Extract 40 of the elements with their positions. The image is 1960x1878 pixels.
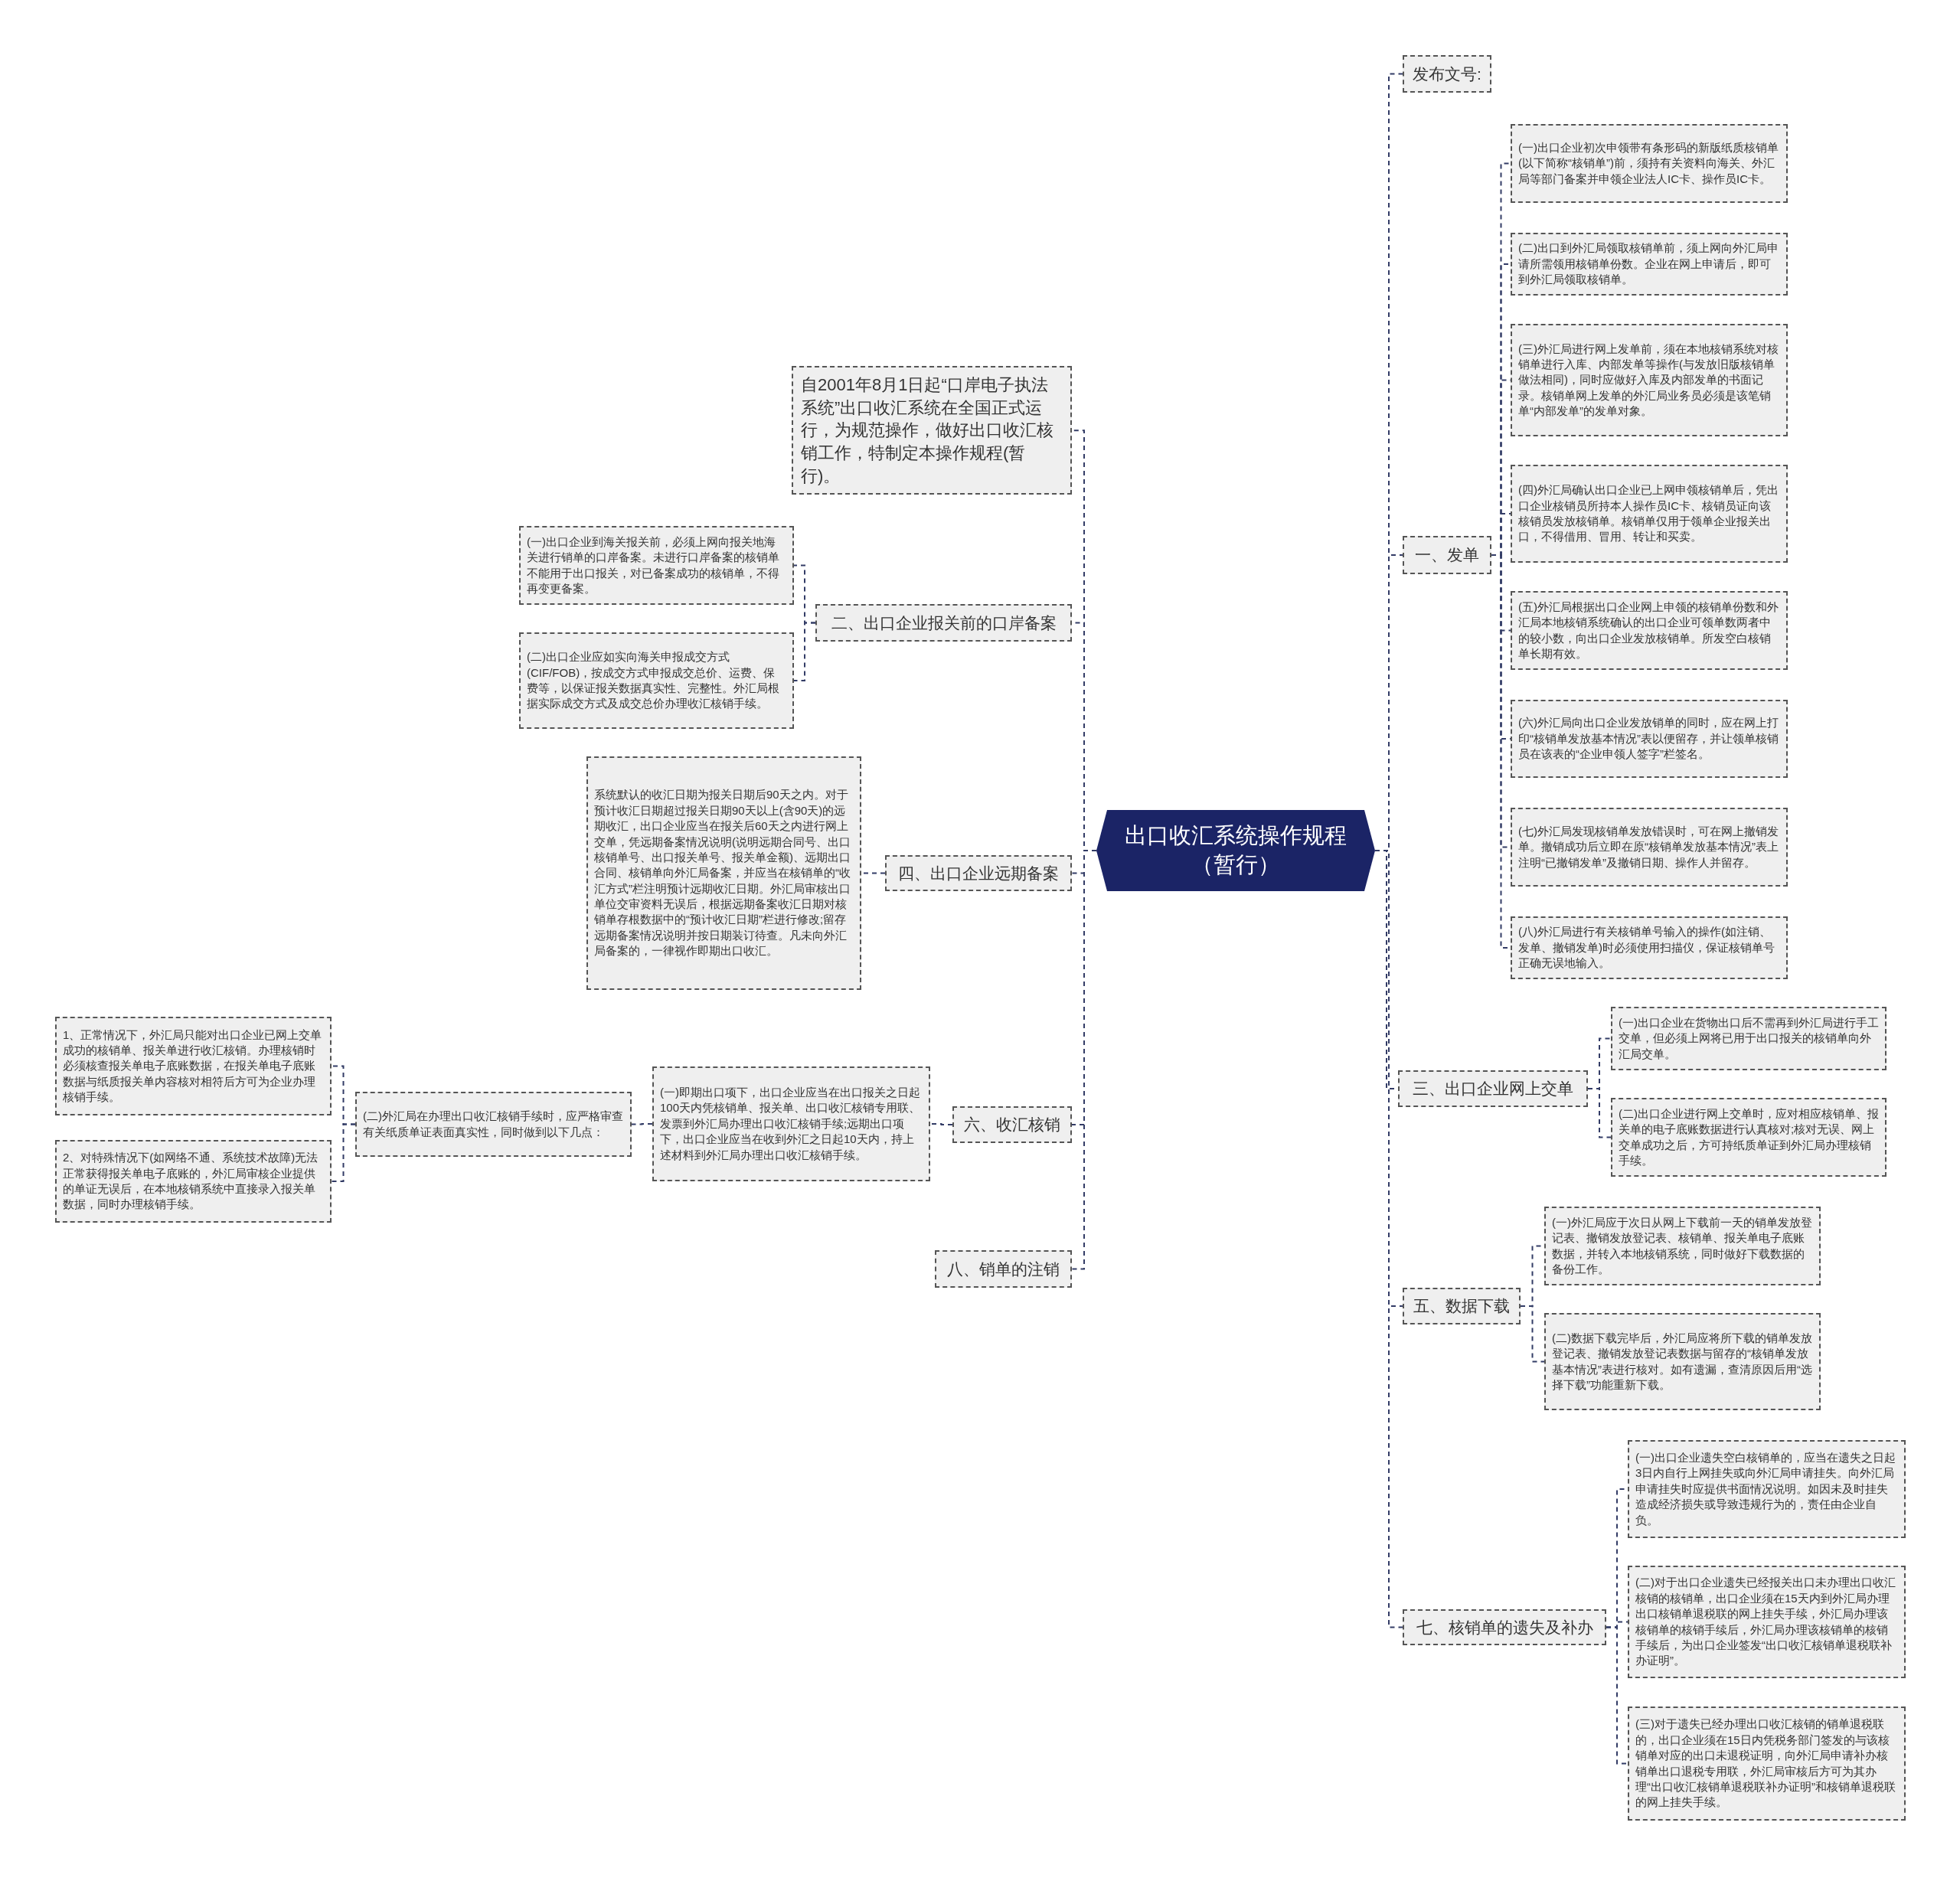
branch-box: 四、出口企业远期备案: [885, 855, 1072, 891]
note-box: (二)对于出口企业遗失已经报关出口未办理出口收汇核销的核销单，出口企业须在15天内到外汇局办理出口核销单退税联的网上挂失手续，外汇局办理该核销单的核销手续后，外汇局办理该核销单的核销手续后，为出口企业签发“出口收汇核销单退税联补办证明”。: [1628, 1566, 1906, 1678]
branch-box: 三、出口企业网上交单: [1398, 1070, 1588, 1107]
note-box: (二)出口到外汇局领取核销单前，须上网向外汇局申请所需领用核销单份数。企业在网上申请后，即可到外汇局领取核销单。: [1511, 233, 1788, 296]
note-box: (二)外汇局在办理出口收汇核销手续时，应严格审查有关纸质单证表面真实性，同时做到以下几点：: [355, 1092, 632, 1157]
note-box: 自2001年8月1日起“口岸电子执法系统”出口收汇系统在全国正式运行，为规范操作，做好出口收汇核销工作，特制定本操作规程(暂行)。: [792, 366, 1072, 495]
branch-box: 二、出口企业报关前的口岸备案: [815, 604, 1072, 642]
note-box: (二)出口企业应如实向海关申报成交方式(CIF/FOB)，按成交方式申报成交总价、运费、保费等，以保证报关数据真实性、完整性。外汇局根据实际成交方式及成交总价办理收汇核销手续。: [519, 632, 794, 729]
connector-line: [1520, 1305, 1545, 1363]
note-box: (一)出口企业到海关报关前，必须上网向报关地海关进行销单的口岸备案。未进行口岸备案的核销单不能用于出口报关，对已备案成功的核销单，不得再变更备案。: [519, 526, 794, 605]
connector-line: [1587, 1088, 1612, 1138]
note-box: (五)外汇局根据出口企业网上申领的核销单份数和外汇局本地核销系统确认的出口企业可领单数两者中的较小数，向出口企业发放核销单。所发空白核销单长期有效。: [1511, 591, 1788, 670]
connector-line: [1606, 1626, 1628, 1765]
connector-line: [631, 1123, 653, 1125]
note-box: 2、对特殊情况下(如网络不通、系统技术故障)无法正常获得报关单电子底账的，外汇局审核企业提供的单证无误后，在本地核销系统中直接录入报关单数据，同时办理核销手续。: [55, 1140, 332, 1223]
branch-box: 五、数据下载: [1403, 1288, 1521, 1324]
note-box: (一)外汇局应于次日从网上下载前一天的销单发放登记表、撤销发放登记表、核销单、报关单电子底账数据，并转入本地核销系统，同时做好下载数据的备份工作。: [1544, 1207, 1821, 1285]
branch-box: 六、收汇核销: [952, 1106, 1072, 1143]
connector-line: [793, 622, 816, 681]
note-box: (七)外汇局发现核销单发放错误时，可在网上撤销发单。撤销成功后立即在原“核销单发放基本情况”表上注明“已撤销发单”及撤销日期、操作人并留存。: [1511, 808, 1788, 887]
note-box: (二)数据下载完毕后，外汇局应将所下载的销单发放登记表、撤销发放登记表数据与留存的“核销单发放基本情况”表进行核对。如有遗漏，查清原因后用“选择下载”功能重新下载。: [1544, 1313, 1821, 1410]
note-box: 系统默认的收汇日期为报关日期后90天之内。对于预计收汇日期超过报关日期90天以上(含90天)的远期收汇，出口企业应当在报关后60天之内进行网上交单，凭远期备案情况说明(说明远期合同号、出口核销单号、出口报关单号、报关单金额)、远期出口合同、核销单向外汇局备案，并应当在核销单的“收汇方式”栏注明预计远期收汇日期。外汇局审核出口单位交审资料无误后，根据远期备案收汇日期对核销单存根数据中的“预计收汇日期”栏进行修改;留存远期备案情况说明并按日期装订待查。凡未向外汇局备案的，一律视作即期出口收汇。: [586, 756, 861, 990]
branch-box: 发布文号:: [1403, 55, 1491, 93]
note-box: 1、正常情况下，外汇局只能对出口企业已网上交单成功的核销单、报关单进行收汇核销。办理核销时必须核查报关单电子底账数据，在报关单电子底账数据与纸质报关单内容核对相符后方可为企业办理核销手续。: [55, 1017, 332, 1115]
note-box: (六)外汇局向出口企业发放销单的同时，应在网上打印“核销单发放基本情况”表以便留存，并让领单核销员在该表的“企业申领人签字”栏签名。: [1511, 700, 1788, 778]
connector-line: [331, 1123, 356, 1182]
branch-box: 七、核销单的遗失及补办: [1403, 1609, 1606, 1645]
note-box: (三)外汇局进行网上发单前，须在本地核销系统对核销单进行入库、内部发单等操作(与发放旧版核销单做法相同)，同时应做好入库及内部发单的书面记录。核销单网上发单的外汇局业务员必须是该笔销单“内部发单”的发单对象。: [1511, 324, 1788, 436]
branch-box: 一、发单: [1403, 536, 1491, 574]
note-box: (四)外汇局确认出口企业已上网申领核销单后，凭出口企业核销员所持本人操作员IC卡、核销员证向该核销员发放核销单。核销单仅用于领单企业报关出口，不得借用、冒用、转让和买卖。: [1511, 465, 1788, 563]
note-box: (一)出口企业遗失空白核销单的，应当在遗失之日起3日内自行上网挂失或向外汇局申请挂失。向外汇局申请挂失时应提供书面情况说明。如因未及时挂失造成经济损失或导致违规行为的，责任由企业自负。: [1628, 1440, 1906, 1538]
note-box: (一)出口企业在货物出口后不需再到外汇局进行手工交单，但必须上网将已用于出口报关的核销单向外汇局交单。: [1611, 1007, 1886, 1070]
note-box: (八)外汇局进行有关核销单号输入的操作(如注销、发单、撤销发单)时必须使用扫描仪，保证核销单号正确无误地输入。: [1511, 916, 1788, 979]
note-box: (三)对于遗失已经办理出口收汇核销的销单退税联的，出口企业须在15日内凭税务部门签发的与该核销单对应的出口未退税证明，向外汇局申请补办核销单出口退税专用联，外汇局审核后方可为其办理“出口收汇核销单退税联补办证明”和核销单退税联的网上挂失手续。: [1628, 1707, 1906, 1821]
branch-box: 八、销单的注销: [935, 1250, 1072, 1288]
note-box: (二)出口企业进行网上交单时，应对相应核销单、报关单的电子底账数据进行认真核对;核对无误、网上交单成功之后，方可持纸质单证到外汇局办理核销手续。: [1611, 1098, 1886, 1177]
note-box: (一)出口企业初次申领带有条形码的新版纸质核销单(以下简称“核销单”)前，须持有关资料向海关、外汇局等部门备案并申领企业法人IC卡、操作员IC卡。: [1511, 124, 1788, 203]
note-box: (一)即期出口项下，出口企业应当在出口报关之日起100天内凭核销单、报关单、出口收汇核销专用联、发票到外汇局办理出口收汇核销手续;远期出口项下，出口企业应当在收到外汇之日起10天内，持上述材料到外汇局办理出口收汇核销手续。: [652, 1066, 930, 1181]
central-topic-box: 出口收汇系统操作规程（暂行）: [1096, 810, 1375, 891]
connector-line: [929, 1123, 953, 1125]
